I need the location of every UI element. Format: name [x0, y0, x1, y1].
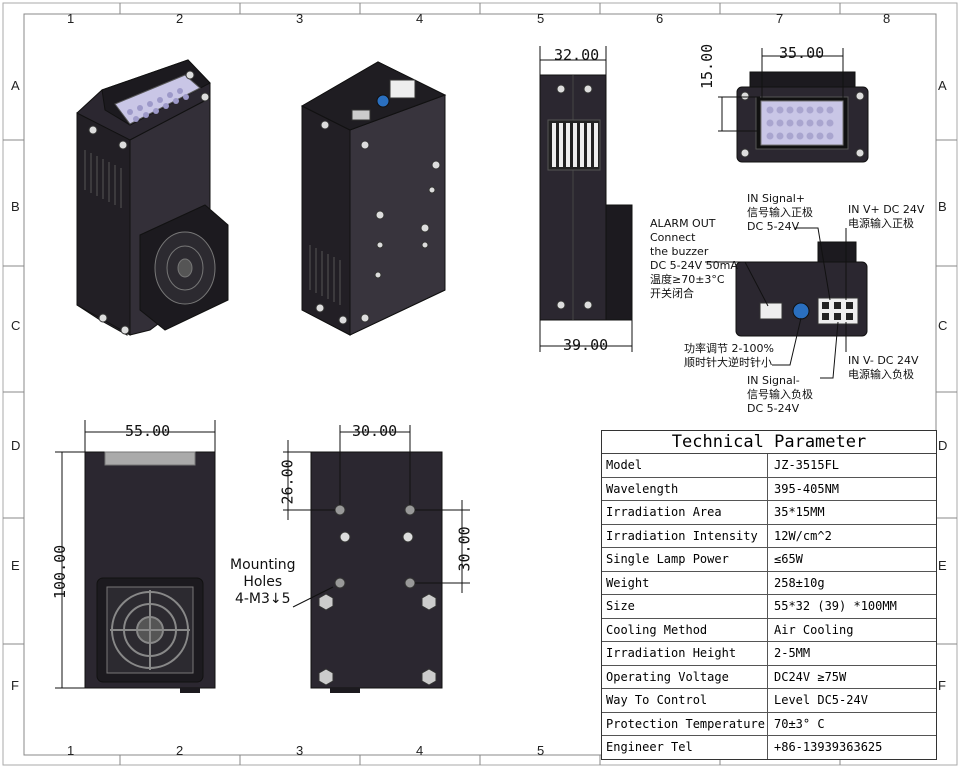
param-value: 70±3° C [774, 716, 825, 731]
grid-ticks [3, 3, 957, 765]
grid-col-1-bottom: 1 [67, 743, 75, 758]
param-key: Way To Control [602, 689, 768, 712]
table-row: Model JZ-3515FL [602, 454, 936, 478]
grid-col-8-top: 8 [883, 11, 891, 26]
note-mounting-holes: Mounting Holes 4-M3↓5 [230, 557, 296, 607]
side-view [539, 46, 633, 352]
grid-row-f-left: F [11, 678, 19, 693]
dim-side-width: 32.00 [554, 46, 600, 64]
note-in-v-pos: IN V+ DC 24V 电源输入正极 [848, 203, 925, 230]
dim-back-hole-spacing-x: 30.00 [352, 422, 398, 440]
table-row: Irradiation Height 2-5MM [602, 642, 936, 666]
param-value: DC24V ≥75W [774, 669, 847, 684]
note-alarm: ALARM OUT Connect the buzzer DC 5-24V 50… [650, 217, 738, 300]
dim-top-height: 15.00 [698, 43, 716, 89]
grid-col-2-bottom: 2 [176, 743, 184, 758]
grid-col-4-bottom: 4 [416, 743, 424, 758]
grid-row-e-left: E [11, 558, 20, 573]
grid-col-6-top: 6 [656, 11, 664, 26]
grid-col-4-top: 4 [416, 11, 424, 26]
param-key: Weight [602, 571, 768, 594]
param-key: Irradiation Area [602, 501, 768, 524]
grid-row-b-right: B [938, 199, 947, 214]
table-row: Protection Temperature 70±3° C [602, 712, 936, 736]
param-key: Irradiation Height [602, 642, 768, 665]
param-value: 35*15MM [774, 505, 825, 519]
led-dots [127, 88, 189, 122]
param-key: Wavelength [602, 477, 768, 500]
grid-row-f-right: F [938, 678, 946, 693]
table-row: Wavelength 395-405NM [602, 477, 936, 501]
table-row: Size 55*32 (39) *100MM [602, 595, 936, 619]
dim-front-height: 100.00 [51, 544, 69, 599]
grid-col-5-top: 5 [537, 11, 545, 26]
param-value: 395-405NM [774, 481, 840, 496]
param-key: Size [602, 595, 768, 618]
back-view [283, 425, 470, 693]
note-in-signal-pos: IN Signal+ 信号输入正极 DC 5-24V [747, 192, 813, 233]
grid-row-c-right: C [938, 318, 948, 333]
table-row: Irradiation Intensity 12W/cm^2 [602, 524, 936, 548]
grid-col-3-bottom: 3 [296, 743, 304, 758]
grid-col-7-top: 7 [776, 11, 784, 26]
vent-slots-back [309, 245, 341, 305]
technical-parameter-title: Technical Parameter [602, 431, 936, 454]
technical-parameter-table: Technical Parameter Model JZ-3515FL Wavel… [601, 430, 937, 760]
grid-row-a-left: A [11, 78, 20, 93]
iso-view-front [76, 59, 229, 336]
dim-top-width: 35.00 [779, 44, 825, 62]
param-value: +86-13939363625 [774, 740, 883, 754]
grid-col-3-top: 3 [296, 11, 304, 26]
dim-back-hole-offset-y: 26.00 [278, 459, 297, 505]
param-key: Protection Temperature [602, 712, 768, 735]
grid-row-b-left: B [11, 199, 20, 214]
param-value: JZ-3515FL [774, 458, 840, 472]
top-view [718, 48, 869, 163]
table-row: Cooling Method Air Cooling [602, 618, 936, 642]
table-row: Engineer Tel +86-13939363625 [602, 736, 936, 759]
grid-row-a-right: A [938, 78, 947, 93]
iso-view-back [300, 61, 447, 336]
param-value: ≤65W [774, 552, 803, 566]
grid-col-2-top: 2 [176, 11, 184, 26]
dim-back-hole-spacing-y: 30.00 [455, 526, 474, 572]
param-key: Engineer Tel [602, 736, 768, 759]
grid-row-c-left: C [11, 318, 21, 333]
param-value: Air Cooling [774, 622, 854, 637]
grid-col-1-top: 1 [67, 11, 75, 26]
vent-slots [84, 150, 122, 208]
grid-row-d-left: D [11, 438, 21, 453]
table-row: Irradiation Area 35*15MM [602, 501, 936, 525]
param-key: Irradiation Intensity [602, 524, 768, 547]
param-key: Single Lamp Power [602, 548, 768, 571]
param-value: 2-5MM [774, 646, 811, 660]
param-value: 258±10g [774, 575, 825, 590]
table-row: Operating Voltage DC24V ≥75W [602, 665, 936, 689]
param-key: Model [602, 454, 768, 477]
table-row: Weight 258±10g [602, 571, 936, 595]
table-row: Way To Control Level DC5-24V [602, 689, 936, 713]
param-value: Level DC5-24V [774, 693, 868, 707]
grid-row-e-right: E [938, 558, 947, 573]
note-in-signal-neg: IN Signal- 信号输入负极 DC 5-24V [747, 374, 813, 415]
control-panel-view [705, 227, 868, 379]
grid-row-d-right: D [938, 438, 948, 453]
param-value: 12W/cm^2 [774, 528, 832, 543]
note-power-adjust: 功率调节 2-100% 顺时针大逆时针小 [684, 342, 774, 369]
table-row: Single Lamp Power ≤65W [602, 548, 936, 572]
param-key: Cooling Method [602, 618, 768, 641]
param-key: Operating Voltage [602, 665, 768, 688]
param-value: 55*32 (39) *100MM [774, 599, 897, 613]
grid-col-5-bottom: 5 [537, 743, 545, 758]
front-view [55, 420, 216, 693]
dim-front-width: 55.00 [125, 422, 171, 440]
dim-side-depth: 39.00 [563, 336, 609, 354]
note-in-v-neg: IN V- DC 24V 电源输入负极 [848, 354, 919, 381]
